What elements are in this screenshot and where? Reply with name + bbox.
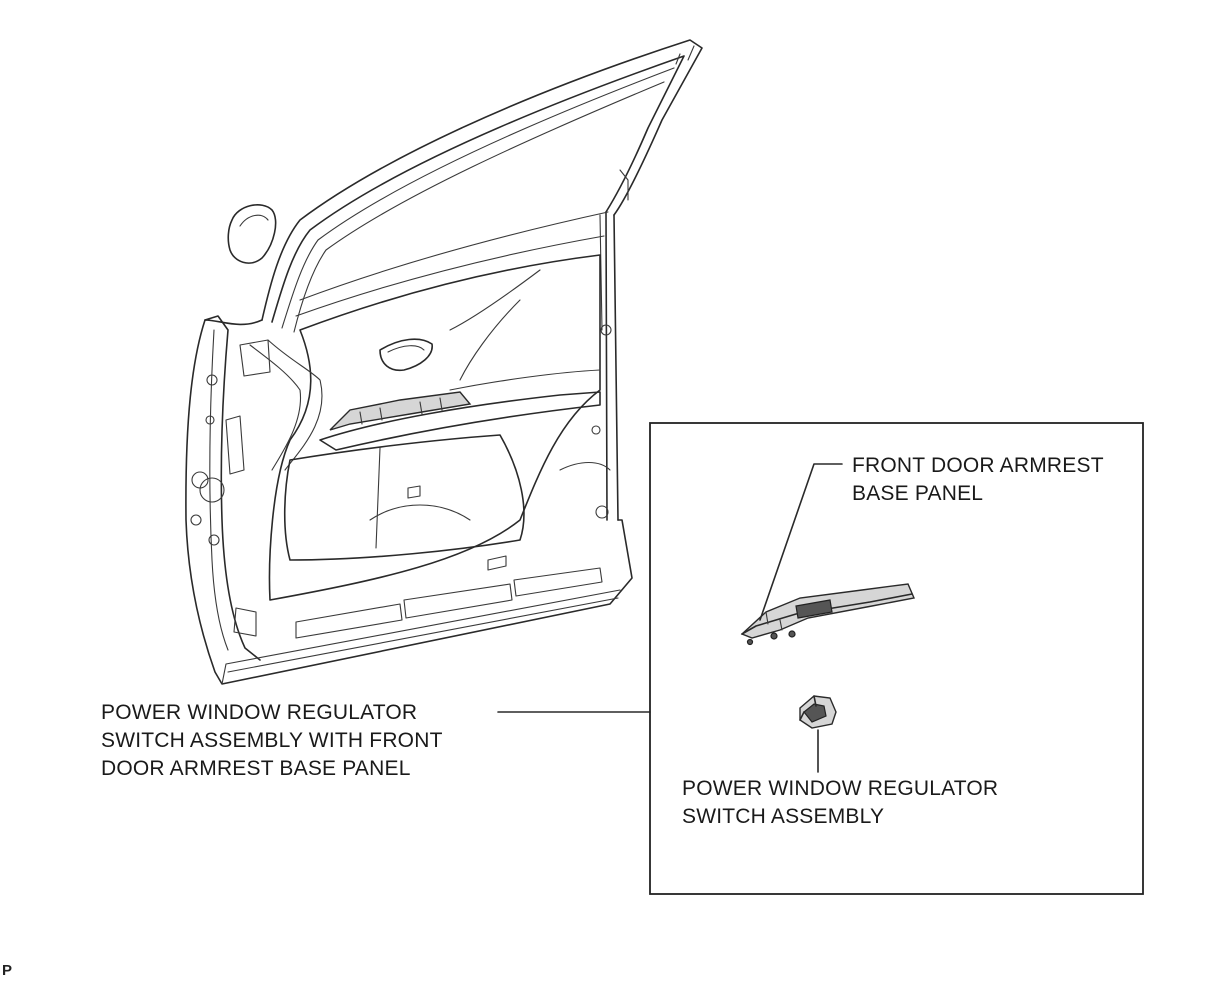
- front-door-illustration: [185, 39, 703, 685]
- switch-assembly-part: [799, 695, 837, 729]
- side-mirror: [227, 204, 277, 264]
- switch-panel-on-door: [329, 391, 472, 431]
- armrest-base-panel-part: [740, 583, 915, 646]
- leader-line-armrest: [759, 463, 843, 621]
- window-frame-inner: [271, 55, 685, 323]
- label-front-door-armrest-base-panel: FRONT DOOR ARMREST BASE PANEL: [852, 454, 1104, 505]
- inside-door-handle: [379, 338, 433, 372]
- corner-mark: P: [2, 962, 13, 979]
- label-power-window-regulator-switch-assembly: POWER WINDOW REGULATOR SWITCH ASSEMBLY: [682, 777, 999, 828]
- door-outer-panel: [185, 319, 633, 685]
- label-switch-assembly-with-panel: POWER WINDOW REGULATOR SWITCH ASSEMBLY W…: [101, 701, 443, 780]
- armrest: [319, 391, 601, 451]
- door-trim-panel: [268, 254, 601, 601]
- detail-inset-box: [649, 422, 1144, 895]
- window-frame-outer: [261, 39, 703, 321]
